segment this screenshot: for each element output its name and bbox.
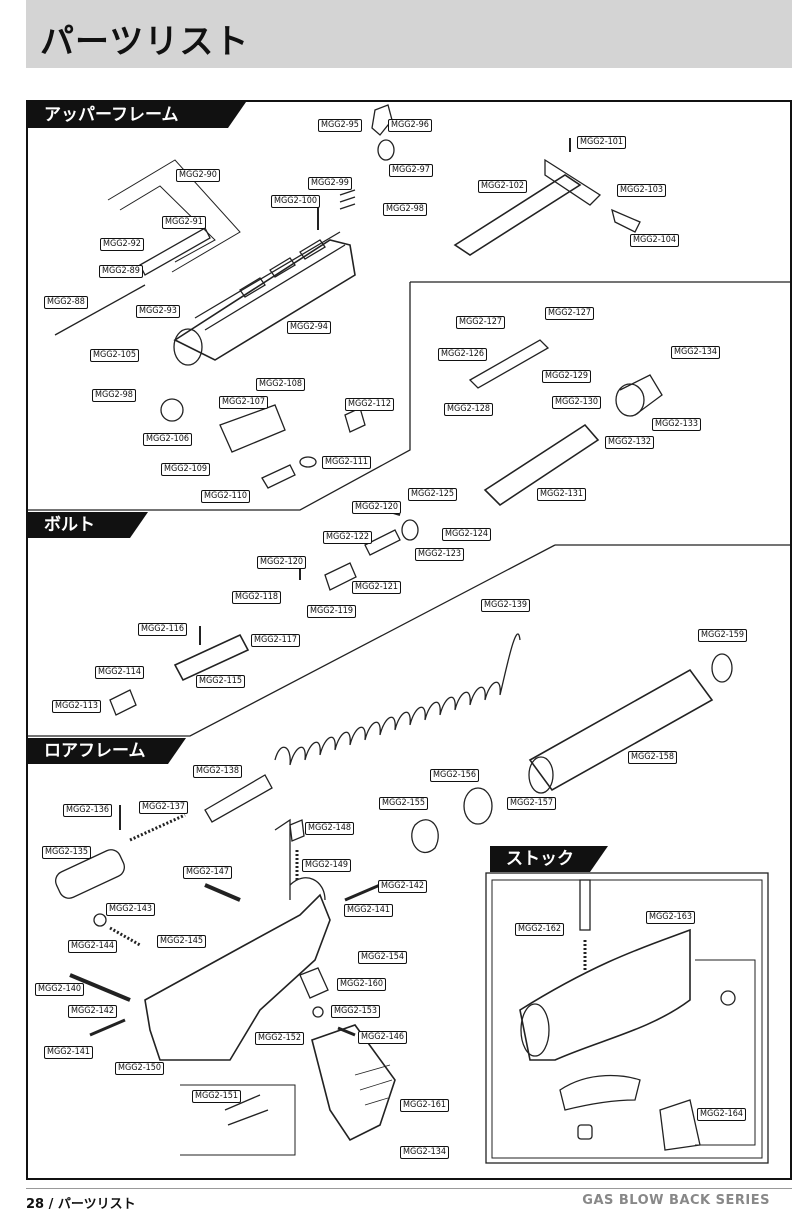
part-label: MGG2-118 [232,591,282,604]
page-number: 28 / パーツリスト [26,1197,136,1212]
part-label: MGG2-110 [201,490,251,503]
part-label: MGG2-154 [358,951,408,964]
page-title: パーツリスト [40,22,250,62]
part-label: MGG2-163 [646,911,696,924]
part-label: MGG2-96 [388,119,432,132]
section-tab-lower-frame: ロアフレーム [28,738,186,764]
part-label: MGG2-124 [442,528,492,541]
part-label: MGG2-142 [68,1005,118,1018]
part-label: MGG2-126 [438,348,488,361]
part-label: MGG2-98 [92,389,136,402]
part-label: MGG2-150 [115,1062,165,1075]
part-label: MGG2-153 [331,1005,381,1018]
part-label: MGG2-133 [652,418,702,431]
part-label: MGG2-141 [344,904,394,917]
part-label: MGG2-134 [400,1146,450,1159]
part-label: MGG2-127 [456,316,506,329]
part-label: MGG2-145 [157,935,207,948]
part-label: MGG2-102 [478,180,528,193]
part-label: MGG2-157 [507,797,557,810]
part-label: MGG2-90 [176,169,220,182]
part-label: MGG2-97 [389,164,433,177]
part-label: MGG2-131 [537,488,587,501]
part-label: MGG2-91 [162,216,206,229]
part-label: MGG2-149 [302,859,352,872]
part-label: MGG2-136 [63,804,113,817]
footer-divider [26,1188,792,1189]
part-label: MGG2-127 [545,307,595,320]
part-label: MGG2-132 [605,436,655,449]
part-label: MGG2-122 [323,531,373,544]
part-label: MGG2-107 [219,396,269,409]
section-tab-bolt: ボルト [28,512,148,538]
part-label: MGG2-129 [542,370,592,383]
part-label: MGG2-151 [192,1090,242,1103]
section-tab-upper-frame: アッパーフレーム [28,102,246,128]
part-label: MGG2-125 [408,488,458,501]
part-label: MGG2-152 [255,1032,305,1045]
part-label: MGG2-158 [628,751,678,764]
part-label: MGG2-98 [383,203,427,216]
part-label: MGG2-164 [697,1108,747,1121]
part-label: MGG2-108 [256,378,306,391]
part-label: MGG2-93 [136,305,180,318]
part-label: MGG2-142 [378,880,428,893]
part-label: MGG2-121 [352,581,402,594]
part-label: MGG2-148 [305,822,355,835]
part-label: MGG2-156 [430,769,480,782]
part-label: MGG2-123 [415,548,465,561]
part-label: MGG2-92 [100,238,144,251]
part-label: MGG2-94 [287,321,331,334]
part-label: MGG2-111 [322,456,372,469]
part-label: MGG2-135 [42,846,92,859]
part-label: MGG2-104 [630,234,680,247]
part-label: MGG2-139 [481,599,531,612]
part-label: MGG2-137 [139,801,189,814]
part-label: MGG2-105 [90,349,140,362]
part-label: MGG2-103 [617,184,667,197]
part-label: MGG2-140 [35,983,85,996]
section-tab-stock: ストック [490,846,608,872]
part-label: MGG2-95 [318,119,362,132]
part-label: MGG2-100 [271,195,321,208]
part-label: MGG2-155 [379,797,429,810]
part-label: MGG2-128 [444,403,494,416]
part-label: MGG2-120 [352,501,402,514]
part-label: MGG2-138 [193,765,243,778]
page-header: パーツリスト [26,0,792,68]
part-label: MGG2-159 [698,629,748,642]
part-label: MGG2-161 [400,1099,450,1112]
part-label: MGG2-162 [515,923,565,936]
part-label: MGG2-117 [251,634,301,647]
part-label: MGG2-113 [52,700,102,713]
part-label: MGG2-134 [671,346,721,359]
part-label: MGG2-160 [337,978,387,991]
part-label: MGG2-112 [345,398,395,411]
part-label: MGG2-141 [44,1046,94,1059]
part-label: MGG2-106 [143,433,193,446]
part-label: MGG2-143 [106,903,156,916]
part-label: MGG2-120 [257,556,307,569]
part-label: MGG2-115 [196,675,246,688]
part-label: MGG2-147 [183,866,233,879]
part-label: MGG2-99 [308,177,352,190]
part-label: MGG2-101 [577,136,627,149]
parts-diagram-frame [26,100,792,1180]
part-label: MGG2-146 [358,1031,408,1044]
part-label: MGG2-109 [161,463,211,476]
part-label: MGG2-130 [552,396,602,409]
part-label: MGG2-89 [99,265,143,278]
part-label: MGG2-114 [95,666,145,679]
part-label: MGG2-116 [138,623,188,636]
part-label: MGG2-88 [44,296,88,309]
part-label: MGG2-119 [307,605,357,618]
part-label: MGG2-144 [68,940,118,953]
series-name: GAS BLOW BACK SERIES [582,1193,770,1208]
